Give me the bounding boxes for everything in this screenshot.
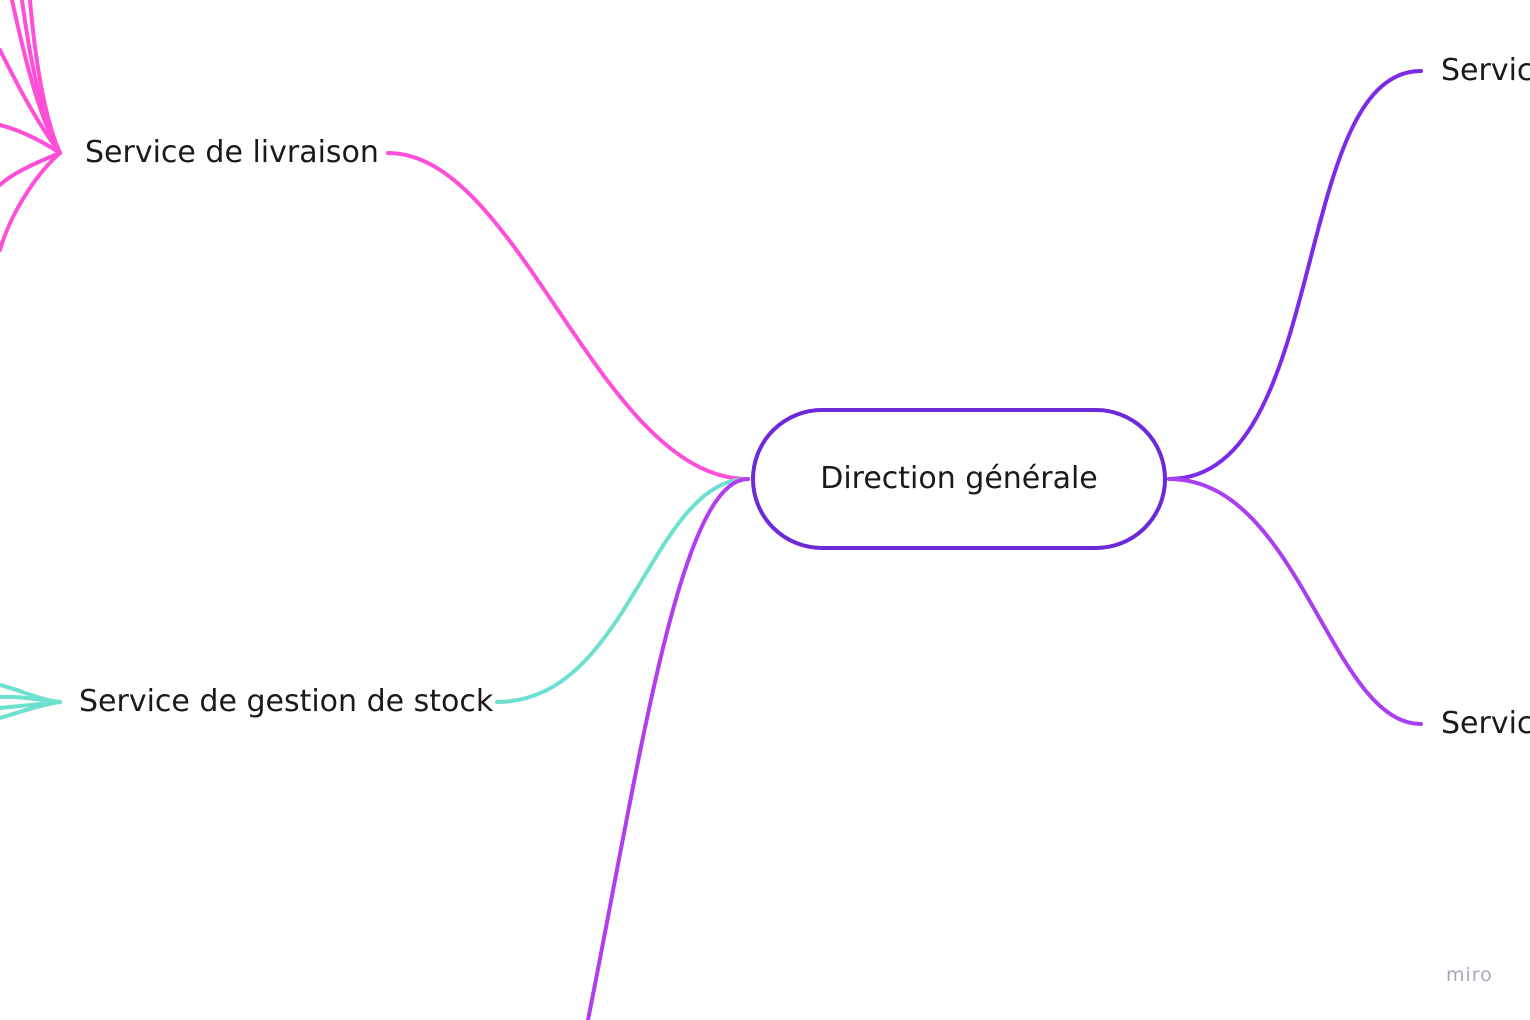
branch-node-gestion-stock[interactable]: Service de gestion de stock [79, 684, 494, 719]
root-node-label: Direction générale [820, 461, 1098, 496]
connector-offscreen [586, 477, 750, 1020]
root-node[interactable]: Direction générale [751, 408, 1167, 550]
livraison-subbranch-6 [0, 151, 62, 187]
livraison-subbranch-4 [0, 48, 62, 155]
connector-bottom-right [1167, 477, 1423, 726]
livraison-subbranch-3 [28, 0, 62, 155]
livraison-subbranch-5 [0, 123, 62, 155]
livraison-subbranch-7 [0, 151, 62, 252]
connections [0, 0, 1423, 1020]
miro-watermark: miro [1446, 964, 1493, 986]
branch-node-top-right[interactable]: Servic [1441, 53, 1530, 88]
stock-subbranch-4 [0, 700, 62, 720]
connector-top-right [1167, 69, 1423, 481]
branch-node-bottom-right[interactable]: Servic [1441, 706, 1530, 741]
connector-gestion-stock [495, 477, 750, 704]
connector-livraison [386, 151, 750, 481]
branch-node-livraison[interactable]: Service de livraison [85, 135, 379, 170]
